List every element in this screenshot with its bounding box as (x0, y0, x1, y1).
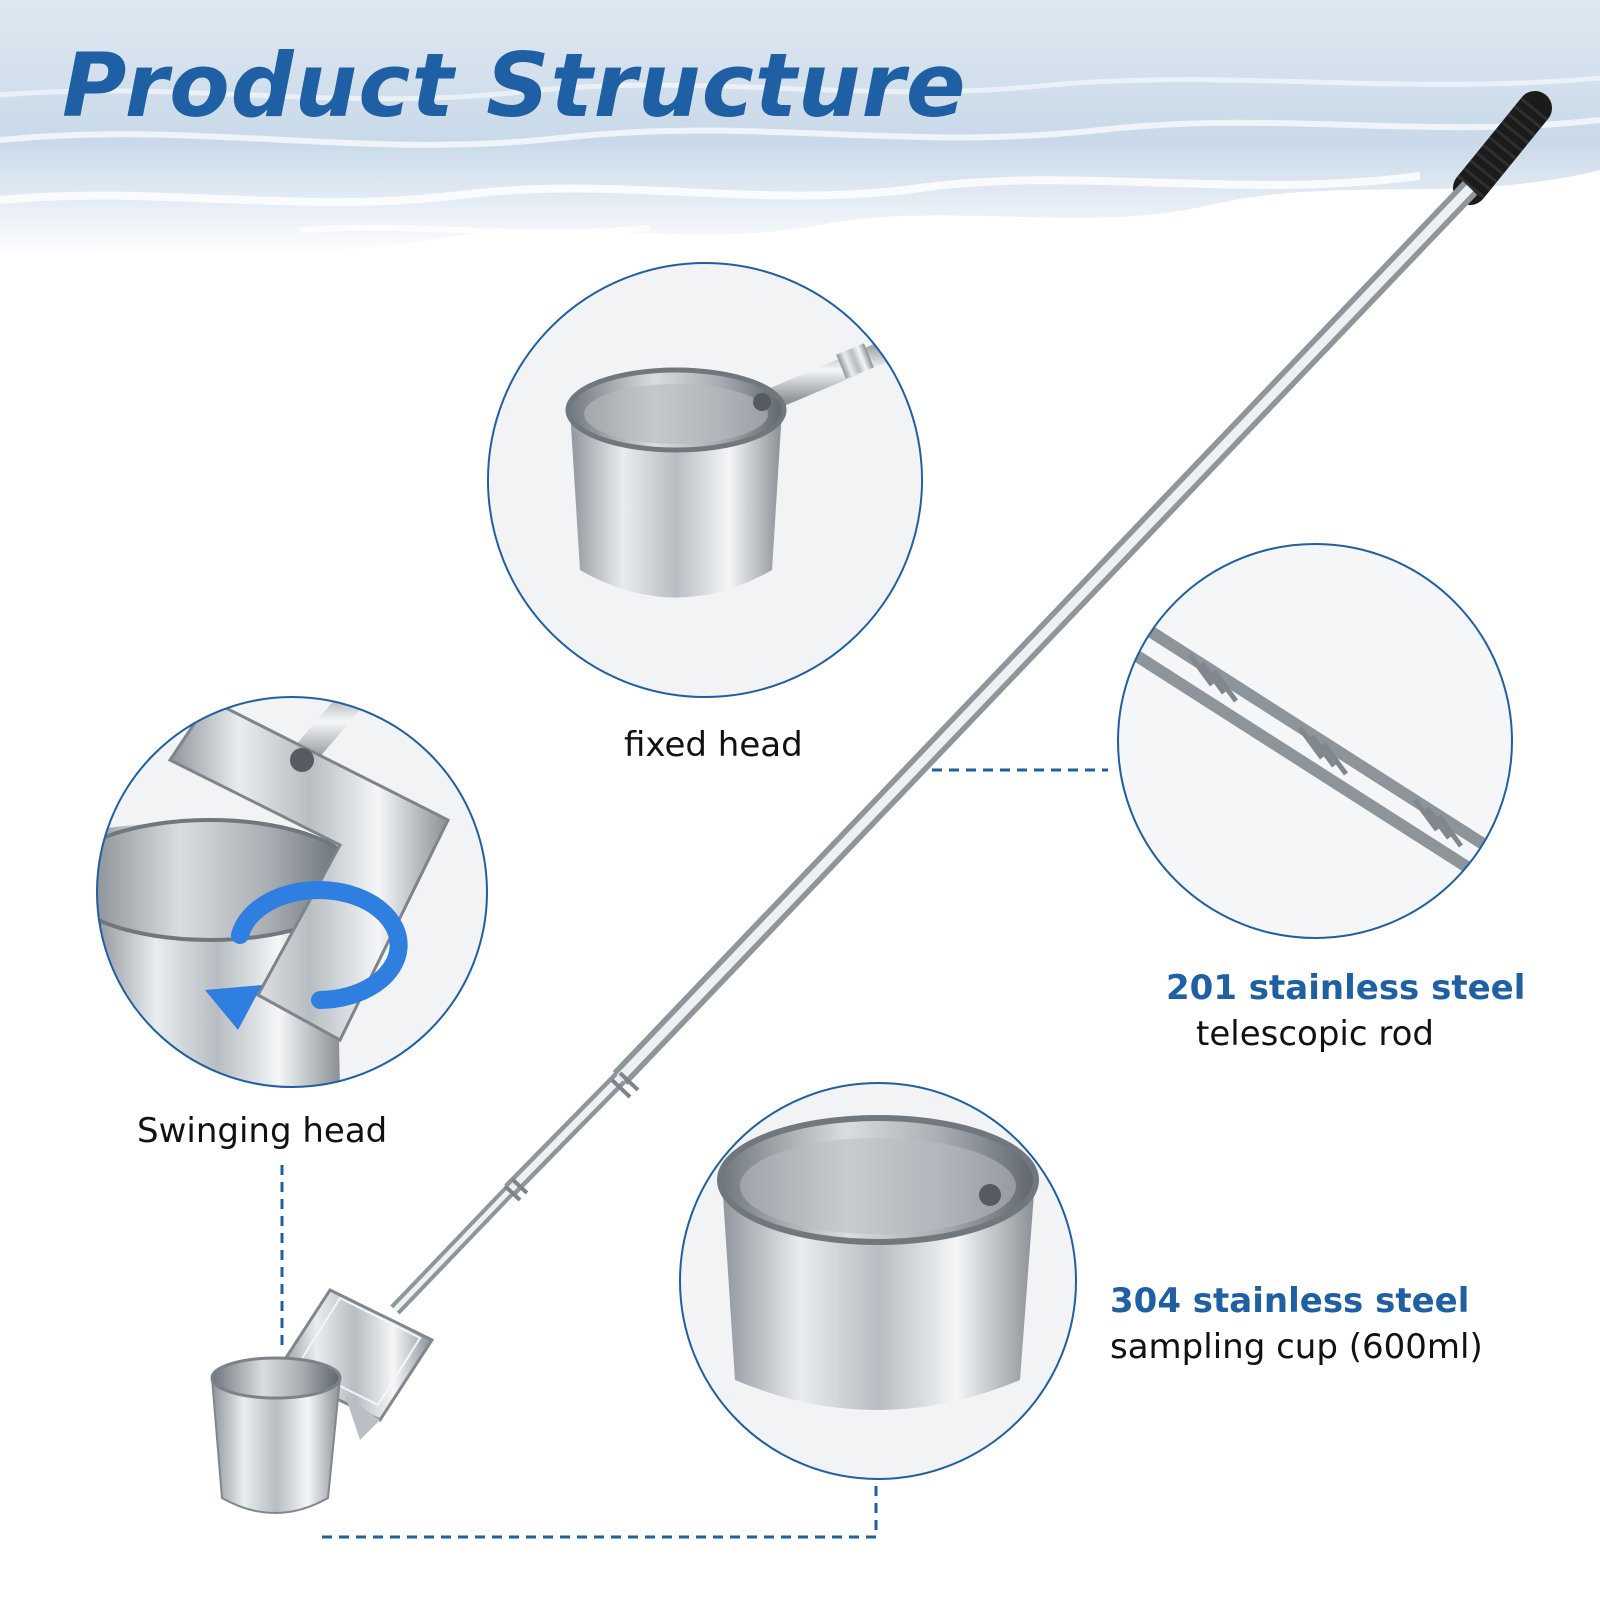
swinging-head-label: Swinging head (137, 1111, 388, 1151)
swinging-head-circle (96, 696, 488, 1088)
assembled-cup (210, 1288, 435, 1514)
sampling-cup-circle (679, 1082, 1077, 1480)
water-background (0, 0, 1600, 258)
rod-label: 201 stainless steel telescopic rod (1166, 968, 1526, 1055)
fixed-head-circle (487, 262, 923, 698)
page-title: Product Structure (62, 34, 967, 137)
fixed-head-label: fixed head (624, 725, 803, 765)
rod-detail-circle (1117, 543, 1513, 939)
dashed-leaders (280, 768, 1108, 1539)
header-banner: Product Structure (0, 0, 1600, 290)
cup-label: 304 stainless steel sampling cup (600ml) (1110, 1281, 1483, 1368)
rotate-arrow-icon (205, 881, 408, 1030)
telescopic-rod (390, 91, 1552, 1315)
